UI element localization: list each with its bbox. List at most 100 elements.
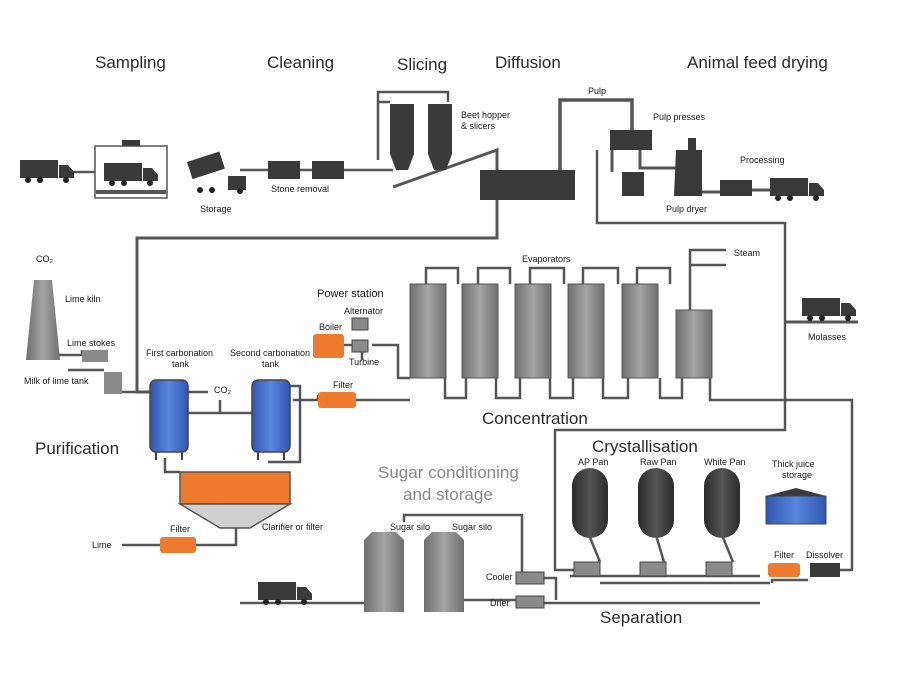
- pulp-press-1: [610, 130, 652, 150]
- heading-sugar-conditioning-1: Sugar conditioning: [378, 463, 519, 482]
- label-filter-right: Filter: [774, 550, 794, 560]
- stage-sugar-conditioning: [258, 532, 545, 612]
- pipe-molasses: [553, 150, 787, 572]
- clarifier-cone: [177, 503, 293, 529]
- tipping-truck-icon: [187, 151, 225, 180]
- label-sugar-silo-2: Sugar silo: [452, 522, 492, 532]
- evaporators: [409, 283, 713, 379]
- feed-truck-icon: [770, 178, 824, 201]
- label-drier: Drier: [490, 598, 510, 608]
- tank-legs: [155, 452, 285, 460]
- label-boiler: Boiler: [319, 322, 342, 332]
- pipe-separation-down: [608, 578, 808, 605]
- stage-crystallisation: [572, 468, 840, 577]
- ap-pan: [572, 468, 608, 538]
- stage-sampling: [20, 140, 168, 199]
- pipe-clarifier: [122, 527, 238, 547]
- cooler: [515, 571, 545, 585]
- delivery-truck-icon: [20, 160, 74, 183]
- label-lime-stokes: Lime stokes: [67, 338, 116, 348]
- tractor-icon: [228, 176, 246, 190]
- label-beet-hopper-2: & slicers: [461, 121, 496, 131]
- heading-diffusion: Diffusion: [495, 53, 561, 72]
- label-white-pan: White Pan: [704, 457, 746, 467]
- label-molasses: Molasses: [808, 332, 847, 342]
- evaporator-3: [514, 283, 552, 379]
- heading-animal-feed-drying: Animal feed drying: [687, 53, 828, 72]
- stage-animal-feed: [610, 130, 824, 201]
- hopper-1: [390, 104, 414, 170]
- molasses-truck-icon: [802, 298, 856, 321]
- pulp-dryer: [674, 138, 702, 196]
- label-evaporators: Evaporators: [522, 254, 571, 264]
- thick-juice-storage: [765, 495, 827, 525]
- label-second-carbonation-2: tank: [262, 359, 280, 369]
- pipe-pans: [570, 534, 770, 585]
- label-raw-pan: Raw Pan: [640, 457, 677, 467]
- pipe-hopper-frame: [376, 90, 450, 160]
- pipe-carb: [188, 384, 302, 464]
- label-second-carbonation-1: Second carbonation: [230, 348, 310, 358]
- label-filter-low: Filter: [170, 524, 190, 534]
- label-alternator: Alternator: [344, 306, 383, 316]
- label-co2-top: CO₂: [36, 254, 54, 264]
- evaporator-4: [567, 283, 605, 379]
- label-first-carbonation-1: First carbonation: [146, 348, 213, 358]
- clarifier: [179, 471, 291, 505]
- pipe-evap-bottom: [443, 378, 854, 572]
- washer-2: [312, 161, 344, 179]
- lime-stokes: [82, 350, 108, 362]
- pipe-evap: [424, 248, 726, 310]
- lime-kiln: [26, 280, 60, 360]
- label-turbine: Turbine: [349, 357, 379, 367]
- heading-slicing: Slicing: [397, 55, 447, 74]
- label-co2-mid: CO₂: [214, 385, 232, 395]
- heading-power-station: Power station: [317, 288, 384, 300]
- stage-purification: [26, 280, 356, 553]
- milk-of-lime-tank: [104, 372, 122, 394]
- label-processing: Processing: [740, 155, 785, 165]
- label-pulp-presses: Pulp presses: [653, 112, 706, 122]
- filter-mid: [318, 392, 356, 408]
- second-carbonation-tank: [251, 379, 291, 453]
- label-pulp: Pulp: [588, 86, 606, 96]
- label-ap-pan: AP Pan: [578, 457, 608, 467]
- filter-right: [768, 563, 800, 577]
- heading-separation: Separation: [600, 608, 682, 627]
- thick-juice-storage-roof: [766, 488, 826, 496]
- first-carbonation-tank: [149, 379, 189, 453]
- label-pulp-dryer: Pulp dryer: [666, 204, 707, 214]
- pipe-pulp-2: [610, 150, 770, 194]
- label-thick-juice-2: storage: [782, 470, 812, 480]
- stage-power-station: [313, 317, 369, 358]
- heading-purification: Purification: [35, 439, 119, 458]
- label-thick-juice-1: Thick juice: [772, 459, 815, 469]
- drier: [515, 595, 545, 609]
- evaporator-1: [409, 283, 447, 379]
- label-filter-mid: Filter: [333, 380, 353, 390]
- raw-pan: [638, 468, 674, 538]
- heading-sugar-conditioning-2: and storage: [403, 485, 493, 504]
- label-dissolver: Dissolver: [806, 550, 843, 560]
- stage-slicing: [390, 104, 452, 170]
- pulp-press-2: [622, 172, 644, 196]
- sampler-icon: [122, 140, 140, 146]
- boiler: [313, 334, 344, 358]
- stage-cleaning: [187, 151, 344, 194]
- filter-low: [160, 537, 196, 553]
- processing-unit: [720, 180, 752, 196]
- equipment-labels: Storage Stone removal Beet hopper & slic…: [24, 86, 847, 608]
- label-milk-of-lime-tank: Milk of lime tank: [24, 376, 89, 386]
- heading-crystallisation: Crystallisation: [592, 437, 698, 456]
- sugar-silo-2: [424, 532, 464, 612]
- evaporator-5: [621, 283, 659, 379]
- label-beet-hopper-1: Beet hopper: [461, 110, 510, 120]
- centrifuge-1: [573, 561, 601, 577]
- label-lime-kiln: Lime kiln: [65, 294, 101, 304]
- label-cooler: Cooler: [486, 572, 513, 582]
- hopper-2: [428, 104, 452, 170]
- heading-sampling: Sampling: [95, 53, 166, 72]
- centrifuge-3: [705, 561, 733, 577]
- white-pan: [704, 468, 740, 538]
